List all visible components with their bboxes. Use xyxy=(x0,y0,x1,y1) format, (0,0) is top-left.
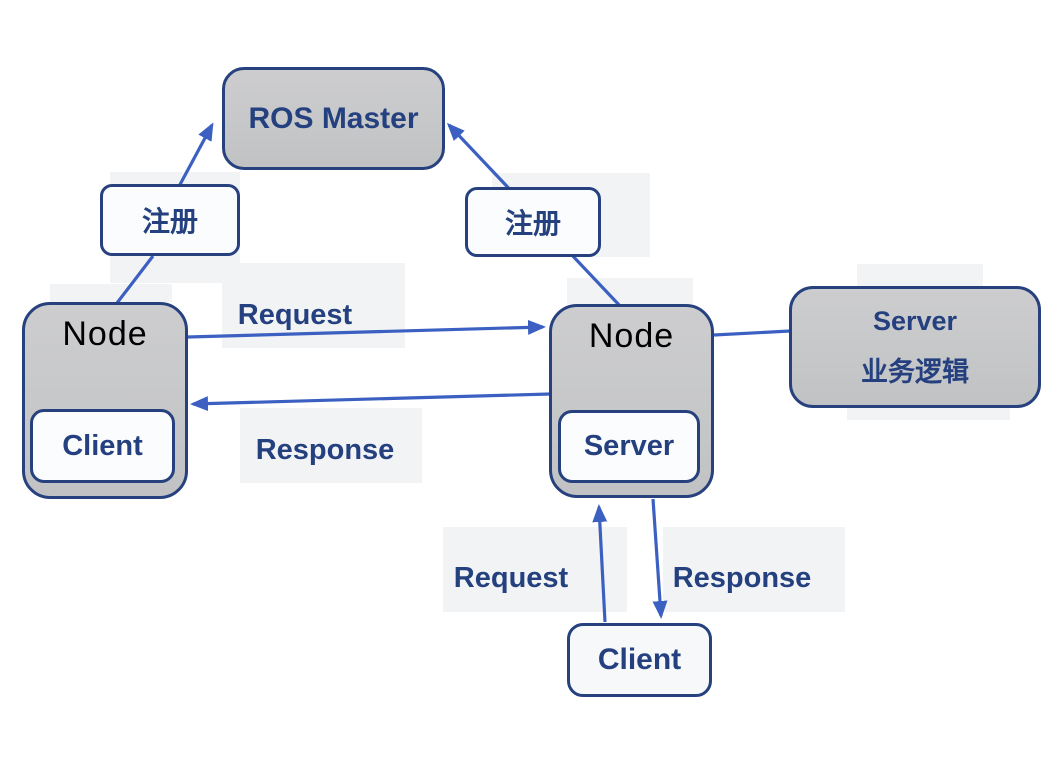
edge-request-bottom-arrow xyxy=(592,504,608,623)
edge-register-left-lower xyxy=(115,255,155,304)
highlight-rect-response-bottom xyxy=(663,527,845,612)
edge-label-request-top: Request xyxy=(237,298,353,331)
highlight-rect-server-logic-top xyxy=(857,264,983,287)
highlight-rect-response-mid xyxy=(240,408,422,483)
server-logic-line1: Server xyxy=(872,305,958,336)
edge-label-response-mid: Response xyxy=(255,433,395,466)
server-sub-box: Server xyxy=(558,410,700,483)
register-box-left: 注册 xyxy=(100,184,240,256)
server-logic-line2: 业务逻辑 xyxy=(861,356,969,387)
edge-request-top-arrow xyxy=(187,319,546,339)
client-sub-box: Client xyxy=(30,409,175,483)
client-box-bottom: Client xyxy=(567,623,712,697)
edge-response-mid-arrow xyxy=(190,392,551,412)
edge-register-left-upper-arrow xyxy=(174,122,214,193)
edge-response-bottom-arrow xyxy=(651,498,668,619)
highlight-rect-request-bottom xyxy=(443,527,627,612)
highlight-rect-node-left-top xyxy=(50,284,172,302)
node-right-title: Node xyxy=(588,317,675,355)
edge-label-response-bottom: Response xyxy=(672,561,812,594)
node-left-title: Node xyxy=(62,315,148,353)
edge-label-request-bottom: Request xyxy=(453,561,569,594)
server-logic-box: Server 业务逻辑 xyxy=(789,286,1041,408)
register-box-right: 注册 xyxy=(465,187,601,257)
ros-master-box: ROS Master xyxy=(222,67,445,170)
edge-node-to-server-logic xyxy=(713,329,791,337)
highlight-rect-node-right-top xyxy=(567,278,693,304)
